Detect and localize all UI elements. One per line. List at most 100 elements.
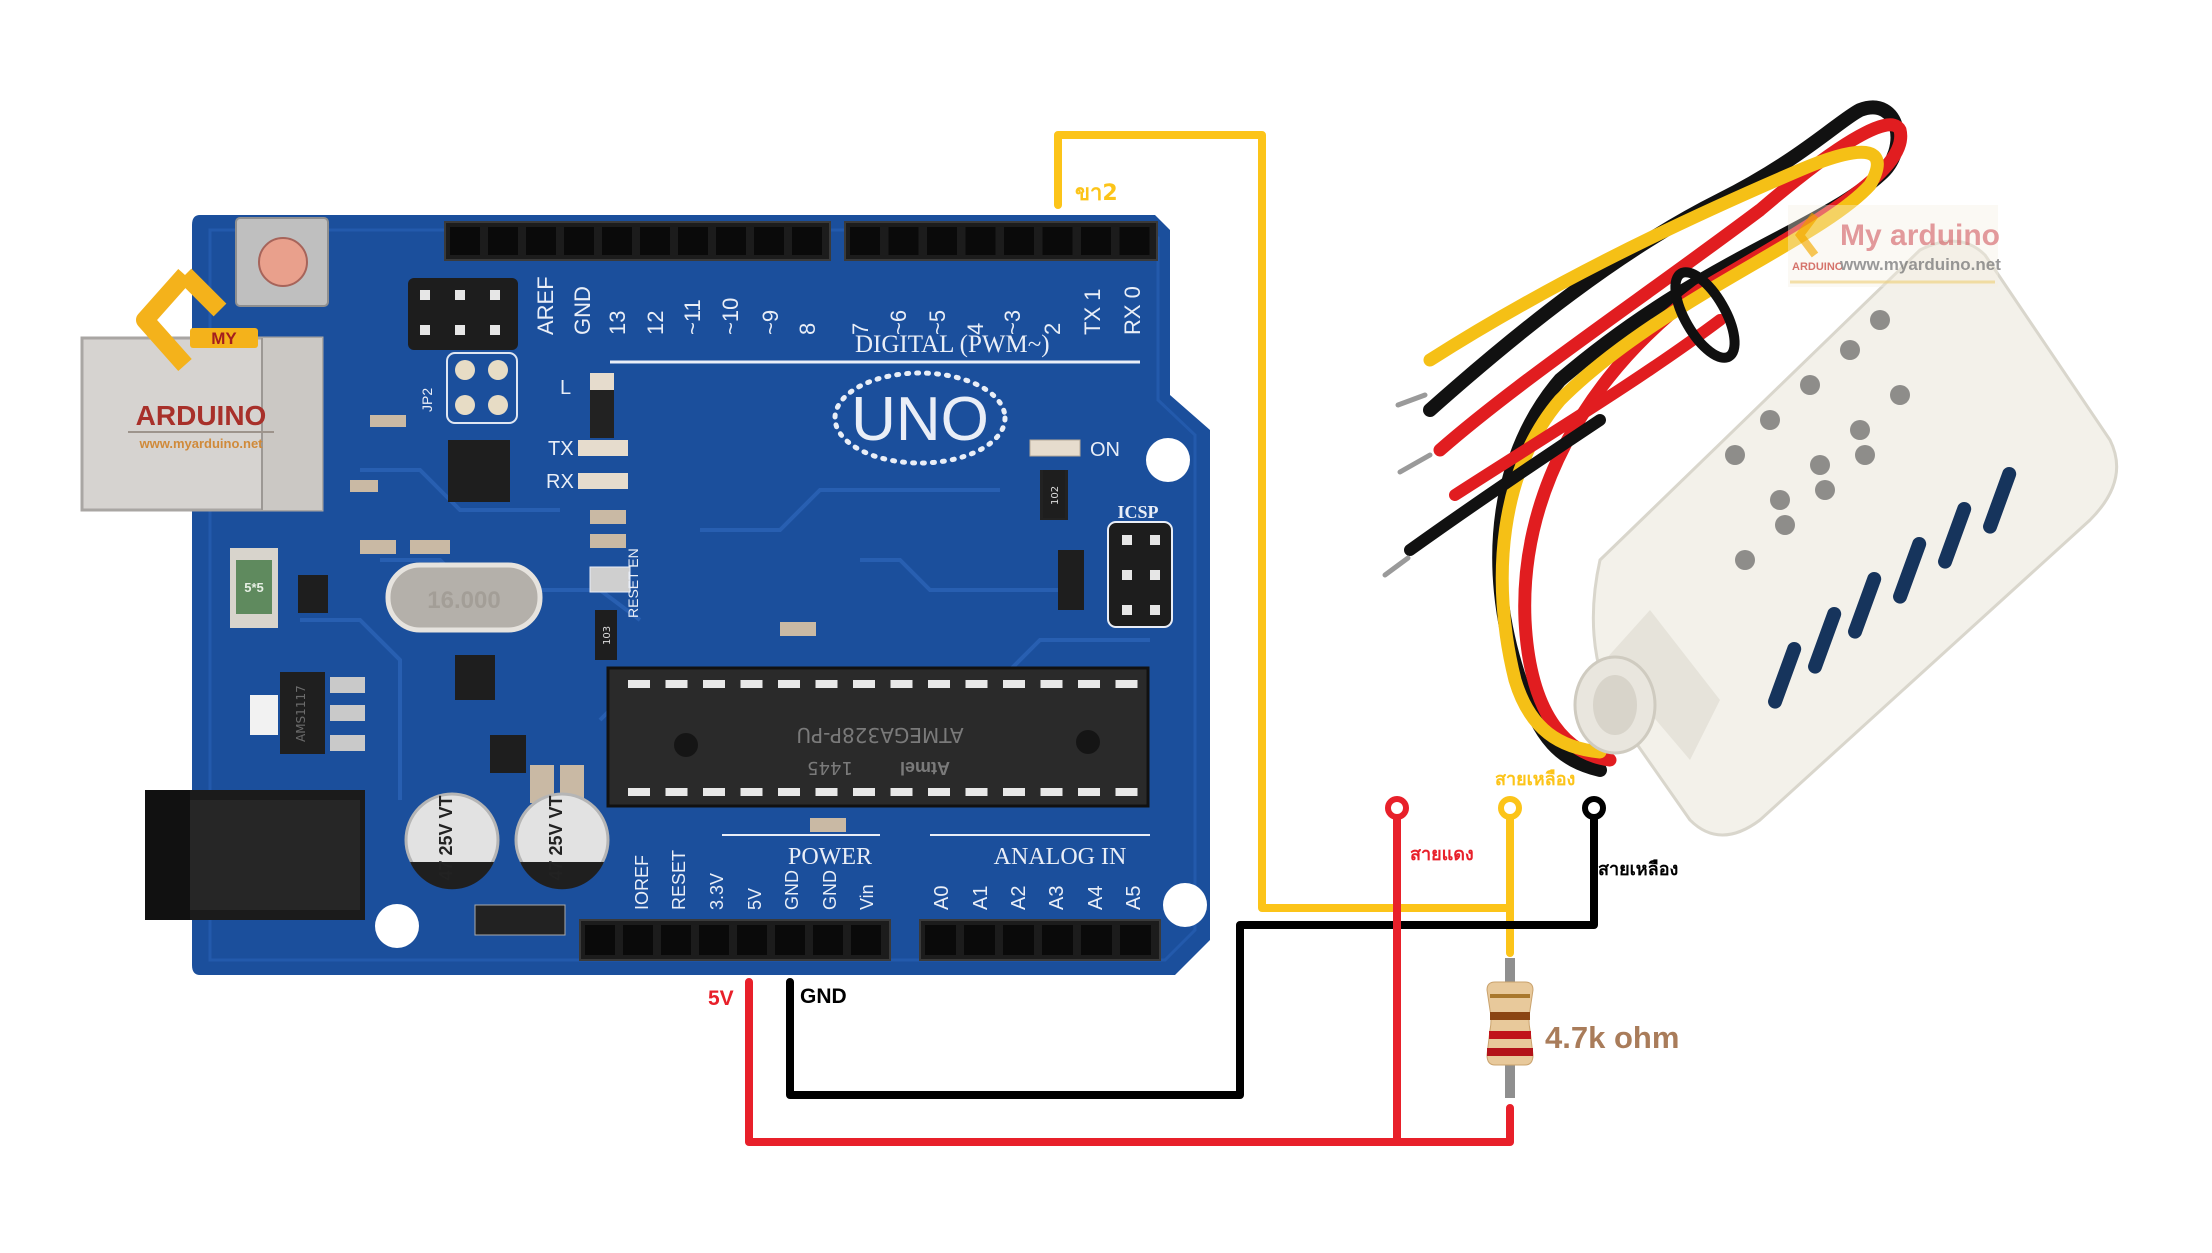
crystal-oscillator: 16.000 bbox=[385, 562, 543, 633]
header-slot[interactable] bbox=[1042, 925, 1073, 955]
power-label: POWER bbox=[788, 844, 872, 870]
black-wire-label: สายเหลือง bbox=[1598, 859, 1678, 880]
header-slot[interactable] bbox=[1003, 925, 1034, 955]
reset-en-label: RESET EN bbox=[625, 548, 641, 618]
wire-red-5v bbox=[745, 978, 1514, 1146]
reset-button[interactable] bbox=[235, 217, 329, 307]
vent-hole bbox=[1850, 420, 1870, 440]
sensor-watermark: My arduino ARDUINO www.myarduino.net bbox=[1788, 205, 2001, 287]
chip-pin bbox=[815, 680, 838, 688]
header-slot[interactable] bbox=[850, 227, 880, 255]
header-slot[interactable] bbox=[737, 925, 767, 955]
power-pin-label: GND bbox=[820, 870, 840, 910]
vent-hole bbox=[1725, 445, 1745, 465]
header-slot[interactable] bbox=[775, 925, 805, 955]
vent-hole bbox=[1760, 410, 1780, 430]
digital-pin-label: 4 bbox=[963, 323, 988, 335]
digital-pin-label: 12 bbox=[643, 311, 668, 335]
digital-pin-label: ~11 bbox=[680, 299, 705, 335]
analog-pin-label: A5 bbox=[1123, 886, 1145, 910]
digital-pin-label: ~10 bbox=[718, 298, 743, 335]
header-slot[interactable] bbox=[888, 227, 919, 255]
chip-pin bbox=[965, 788, 988, 796]
header-slot[interactable] bbox=[450, 227, 480, 255]
chip-pin bbox=[703, 680, 725, 688]
header-slot[interactable] bbox=[661, 925, 691, 955]
digital-pin-label: ~9 bbox=[758, 310, 783, 335]
logo-arduino-text: ARDUINO bbox=[136, 400, 267, 431]
header-slot[interactable] bbox=[699, 925, 729, 955]
header-slot[interactable] bbox=[1119, 227, 1150, 255]
header-slot[interactable] bbox=[1120, 925, 1151, 955]
power-pin-label: GND bbox=[782, 870, 802, 910]
voltage-regulator: AMS1117 bbox=[280, 672, 365, 754]
watermark-url: www.myarduino.net bbox=[1839, 255, 2001, 274]
transistor bbox=[298, 575, 328, 613]
header-slot[interactable] bbox=[927, 227, 957, 255]
chip-pin bbox=[890, 788, 913, 796]
chip-pin bbox=[628, 680, 650, 688]
pull-up-resistor bbox=[1486, 958, 1534, 1098]
chip-pin bbox=[1003, 680, 1025, 688]
small-regulator bbox=[490, 735, 526, 773]
jp2-pads: JP2 bbox=[419, 352, 518, 424]
capacitor-1: 47 25V VT bbox=[404, 792, 500, 890]
pin2-label: ขา2 bbox=[1075, 181, 1118, 206]
header-slot[interactable] bbox=[792, 227, 822, 255]
header-slot[interactable] bbox=[564, 227, 594, 255]
header-slot[interactable] bbox=[851, 925, 881, 955]
vent-slot bbox=[1768, 641, 1802, 709]
header-slot[interactable] bbox=[965, 227, 996, 255]
sensor-housing bbox=[1573, 239, 2119, 837]
header-slot[interactable] bbox=[925, 925, 956, 955]
polyfuse: 5*5 bbox=[230, 548, 278, 628]
digital-header bbox=[444, 221, 1158, 261]
chip-pin bbox=[1078, 680, 1100, 688]
header-slot[interactable] bbox=[602, 227, 632, 255]
svg-text:1445: 1445 bbox=[807, 757, 853, 778]
resistor-array-103: 103 bbox=[595, 610, 617, 660]
header-slot[interactable] bbox=[1081, 227, 1111, 255]
header-slot[interactable] bbox=[754, 227, 784, 255]
uno-text: UNO bbox=[851, 385, 989, 454]
chip-pin bbox=[890, 680, 913, 688]
header-slot[interactable] bbox=[1081, 925, 1112, 955]
vent-slot bbox=[1893, 536, 1927, 604]
jp2-label: JP2 bbox=[419, 388, 435, 412]
header-slot[interactable] bbox=[678, 227, 708, 255]
chip-pin bbox=[815, 788, 838, 796]
header-slot[interactable] bbox=[526, 227, 556, 255]
header-slot[interactable] bbox=[1042, 227, 1073, 255]
header-slot[interactable] bbox=[585, 925, 615, 955]
op-amp-chip bbox=[455, 655, 495, 700]
chip-pin bbox=[740, 788, 763, 796]
header-slot[interactable] bbox=[623, 925, 653, 955]
header-slot[interactable] bbox=[1004, 227, 1034, 255]
header-slot[interactable] bbox=[716, 227, 746, 255]
resistor-value-label: 4.7k ohm bbox=[1545, 1020, 1679, 1055]
smd-capacitor bbox=[780, 622, 816, 636]
digital-pin-label: RX 0 bbox=[1120, 286, 1145, 335]
analog-pin-label: A2 bbox=[1008, 886, 1030, 910]
five-volt-label: 5V bbox=[708, 987, 734, 1010]
chip-pin bbox=[665, 788, 688, 796]
on-label: ON bbox=[1090, 439, 1120, 461]
header-slot[interactable] bbox=[964, 925, 995, 955]
vent-slot bbox=[1808, 606, 1842, 674]
svg-text:ATMEGA328P-PU: ATMEGA328P-PU bbox=[796, 723, 963, 747]
digital-pin-label: ~3 bbox=[1000, 310, 1025, 335]
header-slot[interactable] bbox=[488, 227, 518, 255]
header-slot[interactable] bbox=[640, 227, 670, 255]
chip-pin bbox=[778, 788, 800, 796]
header-slot[interactable] bbox=[813, 925, 843, 955]
dc-power-jack bbox=[145, 790, 365, 920]
red-wire-label: สายแดง bbox=[1410, 844, 1474, 865]
diode bbox=[474, 904, 566, 936]
power-pin-label: 3.3V bbox=[707, 873, 727, 910]
icsp-header: ICSP bbox=[1107, 502, 1173, 628]
vent-slot bbox=[1848, 571, 1882, 639]
tx-label: TX bbox=[548, 438, 574, 460]
